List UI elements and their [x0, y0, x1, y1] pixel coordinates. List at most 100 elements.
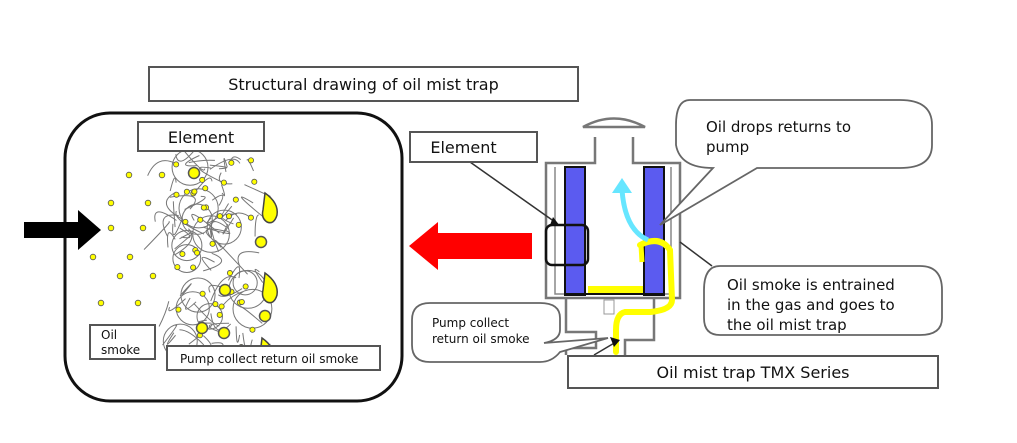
trapped-oil-particle	[182, 218, 189, 225]
inlet-arrow-icon	[24, 210, 101, 250]
fiber-strand	[175, 210, 205, 235]
callout-oil-smoke-line-2: in the gas and goes to	[727, 296, 895, 314]
fiber-strand	[154, 211, 177, 222]
trapped-oil-particle	[212, 301, 219, 308]
oil-smoke-label-box: Oil smoke	[89, 324, 156, 360]
oil-smoke-particle	[126, 253, 134, 261]
fiber-strand	[254, 268, 264, 283]
trapped-oil-particle	[225, 213, 232, 220]
trapped-oil-particle	[199, 290, 206, 297]
fiber-strand	[218, 172, 233, 185]
fiber-strand	[191, 213, 220, 234]
fiber-strand	[203, 252, 222, 272]
callout-pump-collect-line-1: Pump collect	[432, 316, 510, 330]
trapped-oil-particle	[232, 196, 239, 203]
oil-smoke-particle	[97, 299, 105, 307]
fiber-strand	[254, 214, 259, 237]
trapped-oil-particle	[173, 191, 180, 198]
callout-oil-smoke-bubble	[703, 265, 943, 336]
fiber-loop	[171, 229, 203, 262]
trapped-oil-particle	[174, 264, 181, 271]
trapped-oil-particle	[247, 157, 254, 164]
oil-droplet	[217, 326, 231, 340]
fiber-strand	[209, 158, 241, 170]
callout-pump-collect-text: Pump collect return oil smoke	[432, 315, 530, 347]
callout-oil-smoke-line-1: Oil smoke is entrained	[727, 276, 895, 294]
trapped-oil-particle	[251, 178, 258, 185]
callout-oil-smoke-line-3: the oil mist trap	[727, 316, 847, 334]
pump-collect-label: Pump collect return oil smoke	[180, 352, 359, 366]
fiber-strand	[201, 256, 215, 271]
oil-smoke-particle	[149, 272, 157, 280]
trapped-oil-particle	[216, 213, 223, 220]
trapped-oil-particle	[191, 188, 198, 195]
trapped-oil-particle	[175, 306, 182, 313]
trapped-oil-particle	[200, 204, 207, 211]
fiber-loop	[178, 188, 219, 229]
oil-smoke-particle	[89, 253, 97, 261]
exhaust-arrow-icon	[619, 189, 650, 243]
series-label: Oil mist trap TMX Series	[656, 363, 850, 382]
diagram-title: Structural drawing of oil mist trap	[228, 75, 499, 94]
callout-pump-collect-bubble	[411, 302, 609, 363]
series-label-box: Oil mist trap TMX Series	[567, 355, 939, 389]
fiber-strand	[241, 196, 266, 220]
trapped-oil-particle	[194, 249, 201, 256]
element-right-cartridge	[643, 166, 665, 296]
fiber-strand	[237, 251, 260, 268]
trapped-oil-particle	[199, 176, 206, 183]
fiber-loop	[172, 244, 202, 273]
callout-pump-collect-line-2: return oil smoke	[432, 332, 530, 346]
element-left-cartridge	[564, 166, 586, 296]
oil-smoke-particle	[144, 199, 152, 207]
fiber-strand	[199, 166, 222, 183]
fiber-strand	[211, 194, 224, 206]
pump-collect-label-box: Pump collect return oil smoke	[166, 345, 381, 371]
oil-drop	[261, 191, 278, 224]
trap-cap	[582, 117, 646, 129]
fiber-strand	[179, 227, 191, 239]
fiber-loop	[196, 303, 223, 330]
fiber-strand	[172, 217, 183, 236]
trapped-oil-particle	[209, 240, 216, 247]
oil-droplet	[195, 321, 209, 335]
oil-smoke-particle	[107, 224, 115, 232]
trapped-oil-particle	[220, 179, 227, 186]
oil-smoke-particle	[158, 171, 166, 179]
oil-droplet	[258, 309, 272, 323]
fiber-strand	[222, 217, 235, 235]
trapped-oil-particle	[226, 270, 233, 277]
callout-oil-drops-text: Oil drops returns to pump	[706, 117, 851, 157]
oil-pool	[588, 286, 643, 293]
oil-droplet	[218, 283, 232, 297]
oil-drop	[261, 271, 278, 304]
trapped-oil-particle	[235, 221, 242, 228]
fiber-strand	[221, 184, 226, 197]
oil-smoke-particle	[125, 171, 133, 179]
fiber-strand	[166, 191, 182, 220]
trapped-oil-particle	[173, 161, 180, 168]
callout-oil-drops-line-2: pump	[706, 138, 750, 156]
oil-droplet	[254, 235, 268, 249]
trapped-oil-particle	[190, 264, 197, 271]
fiber-strand	[143, 221, 170, 250]
fiber-strand	[162, 324, 178, 346]
fiber-strand	[188, 159, 215, 164]
fiber-loop	[206, 209, 242, 245]
oil-smoke-label: Oil smoke	[101, 328, 141, 357]
fiber-strand	[235, 326, 241, 343]
callout-oil-drops-line-1: Oil drops returns to	[706, 118, 852, 136]
element-leader-line	[469, 161, 556, 223]
fiber-strand	[185, 155, 200, 167]
oil-smoke-particle	[107, 199, 115, 207]
fiber-strand	[196, 177, 213, 191]
fiber-strand	[179, 283, 192, 297]
fiber-strand	[185, 297, 197, 310]
oil-return-path	[613, 238, 676, 355]
fiber-strand	[162, 214, 179, 237]
fiber-strand	[210, 313, 232, 331]
fiber-strand	[169, 177, 177, 192]
callout-oil-smoke-text: Oil smoke is entrained in the gas and go…	[727, 275, 895, 335]
trapped-oil-particle	[249, 326, 256, 333]
fiber-strand	[209, 164, 228, 170]
